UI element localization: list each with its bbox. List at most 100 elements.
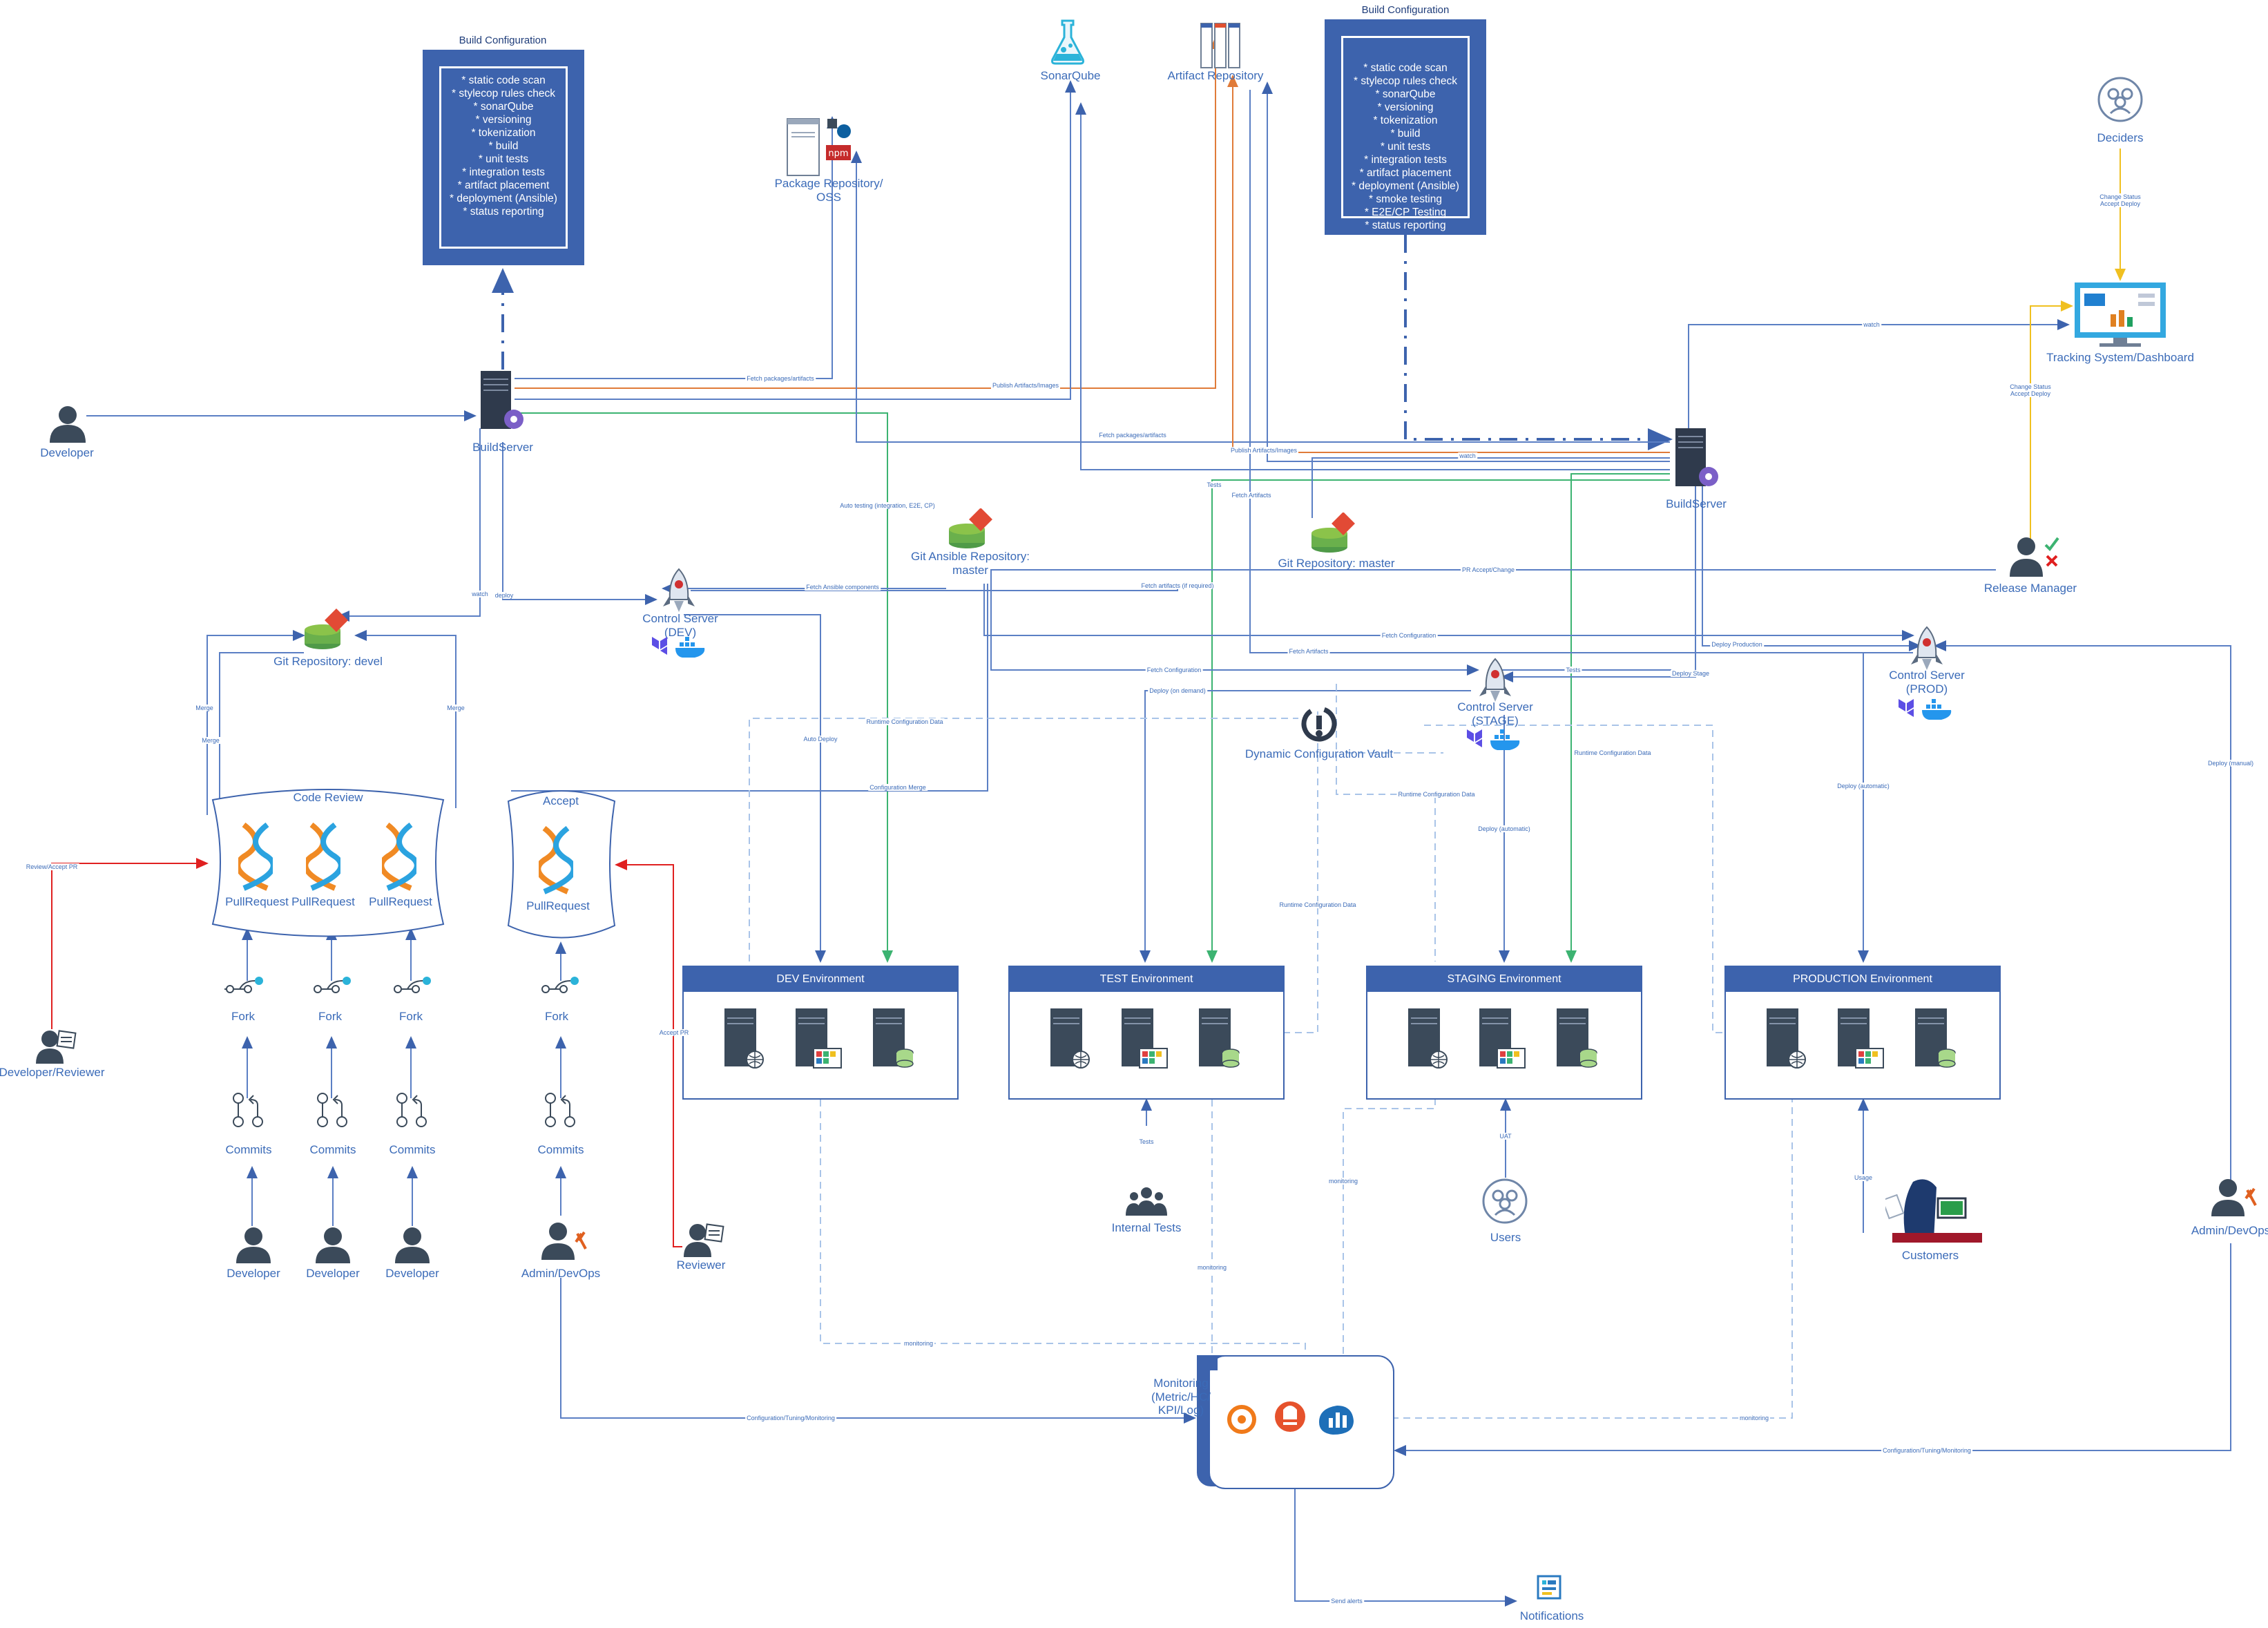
terraform-docker-dev-icon [652,637,705,658]
production-environment-title: PRODUCTION Environment [1726,967,1999,992]
developer-icon [316,1227,350,1263]
rocket-stage-icon [1479,658,1511,702]
terraform-docker-prod-icon [1899,699,1952,720]
git-devel-icon [305,609,348,649]
control-stage-label: Control Server (STAGE) [1457,700,1533,727]
monitoring-label: Monitoring (Metric/HC/ KPI/Log) [1151,1377,1211,1417]
admin-devops-icon [541,1223,587,1260]
edge-merge-1: Merge [194,705,215,711]
artifact-repository-icon [1200,23,1240,68]
build-config-list-right: * static code scan* stylecop rules check… [1341,36,1470,231]
edge-fetch-artifacts-2: Fetch Artifacts [1287,648,1330,655]
edge-watch-mid: watch [1458,452,1477,459]
commits-label-2: Commits [309,1143,356,1156]
database-server-icon [1554,1007,1597,1071]
edge-auto-deploy: Auto Deploy [802,736,839,743]
build-config-item: * stylecop rules check [1354,75,1457,87]
dev-environment-title: DEV Environment [684,967,957,992]
developer-reviewer-icon [36,1030,77,1064]
customers-icon [1885,1179,1982,1243]
build-config-item: * versioning [1377,102,1434,113]
dashboard-monitor-icon [2075,282,2166,347]
edge-uat: UAT [1498,1133,1513,1140]
edge-deploy-stage: Deploy Stage [1670,670,1711,677]
pullrequest-label-2: PullRequest [291,895,355,908]
edge-fetch-ansible: Fetch Ansible components [805,584,881,591]
edge-fetch-artifacts-if: Fetch artifacts (if required) [1140,582,1215,589]
fork-icon [314,977,351,993]
developer-label-3: Developer [385,1267,439,1280]
package-repository-icon: npm [787,118,851,176]
build-config-item: * deployment (Ansible) [450,193,557,204]
dev-environment: DEV Environment [682,966,959,1100]
release-manager-icon [2010,537,2059,577]
test-environment: TEST Environment [1008,966,1285,1100]
dna-pullrequest-icon [238,822,273,891]
edge-config-tuning-1: Configuration/Tuning/Monitoring [745,1415,836,1421]
staging-environment: STAGING Environment [1366,966,1642,1100]
edge-deploy-on-demand: Deploy (on demand) [1148,687,1207,694]
git-ansible-icon [949,508,992,548]
developer-icon [395,1227,430,1263]
build-config-item: * status reporting [463,206,544,218]
edge-deploy-automatic-stage: Deploy (automatic) [1477,825,1532,832]
build-config-item: * stylecop rules check [452,88,555,99]
fork-icon [541,977,579,993]
vault-icon [1301,706,1337,742]
artifact-repository-label: Artifact Repository [1167,69,1264,82]
build-server-left-label: BuildServer [472,441,533,454]
edge-accept-pr: Accept PR [657,1029,691,1036]
build-server-right-label: BuildServer [1666,497,1727,510]
web-server-icon [1764,1007,1807,1071]
developer-icon [50,406,86,443]
edge-send-alerts: Send alerts [1329,1598,1364,1605]
build-config-item: * static code scan [1363,62,1448,74]
edge-tests-3: Tests [1139,1138,1154,1145]
edge-usage: Usage [1852,1174,1874,1181]
edge-publish-2: Publish Artifacts/Images [1229,447,1299,454]
edge-fetch-config-1: Fetch Configuration [1380,632,1438,639]
app-server-icon [793,1007,842,1071]
build-config-box-left: * static code scan* stylecop rules check… [423,50,584,265]
web-server-icon [1405,1007,1448,1071]
build-config-item: * versioning [475,114,532,126]
tracking-label: Tracking System/Dashboard [2046,351,2194,364]
users-label: Users [1490,1231,1521,1244]
build-config-item: * integration tests [1364,154,1447,166]
edge-auto-testing: Auto testing (integration, E2E, CP) [838,502,936,509]
package-repository-label: Package Repository/ OSS [774,177,883,204]
developer-reviewer-label: Developer/Reviewer [0,1066,105,1079]
commits-icon [545,1093,575,1127]
monitoring-tag [1197,1355,1218,1370]
code-review-title: Code Review [293,791,363,804]
accept-card [507,790,616,939]
edge-publish-1: Publish Artifacts/Images [990,382,1061,389]
edge-runtime-2: Runtime Configuration Data [1573,749,1653,756]
commits-icon [233,1093,263,1127]
edge-config-merge: Configuration Merge [868,784,928,791]
rocket-dev-icon [663,568,695,612]
build-config-title-left: Build Configuration [459,35,547,46]
edge-fetch-packages-1: Fetch packages/artifacts [745,375,816,382]
database-server-icon [870,1007,914,1071]
notifications-label: Notifications [1519,1609,1584,1622]
edge-tests-1: Tests [1205,481,1223,488]
customers-label: Customers [1901,1249,1959,1262]
test-environment-title: TEST Environment [1010,967,1283,992]
vault-label: Dynamic Configuration Vault [1244,747,1394,760]
database-server-icon [1912,1007,1956,1071]
developer-label-1: Developer [227,1267,280,1280]
fork-icon [394,977,431,993]
database-server-icon [1196,1007,1240,1071]
build-config-item: * artifact placement [457,180,550,191]
edge-change-status-2: Change Status Accept Deploy [2008,383,2053,397]
edge-deploy-production: Deploy Production [1710,641,1764,648]
app-server-icon [1119,1007,1168,1071]
commits-label-accept: Commits [537,1143,584,1156]
build-config-item: * E2E/CP Testing [1364,207,1447,218]
git-master-label: Git Repository: master [1278,557,1395,570]
deciders-label: Deciders [2097,131,2144,144]
build-config-box-right: * static code scan* stylecop rules check… [1325,19,1486,235]
edge-pr-accept: PR Accept/Change [1460,566,1517,573]
accept-title: Accept [543,794,579,807]
